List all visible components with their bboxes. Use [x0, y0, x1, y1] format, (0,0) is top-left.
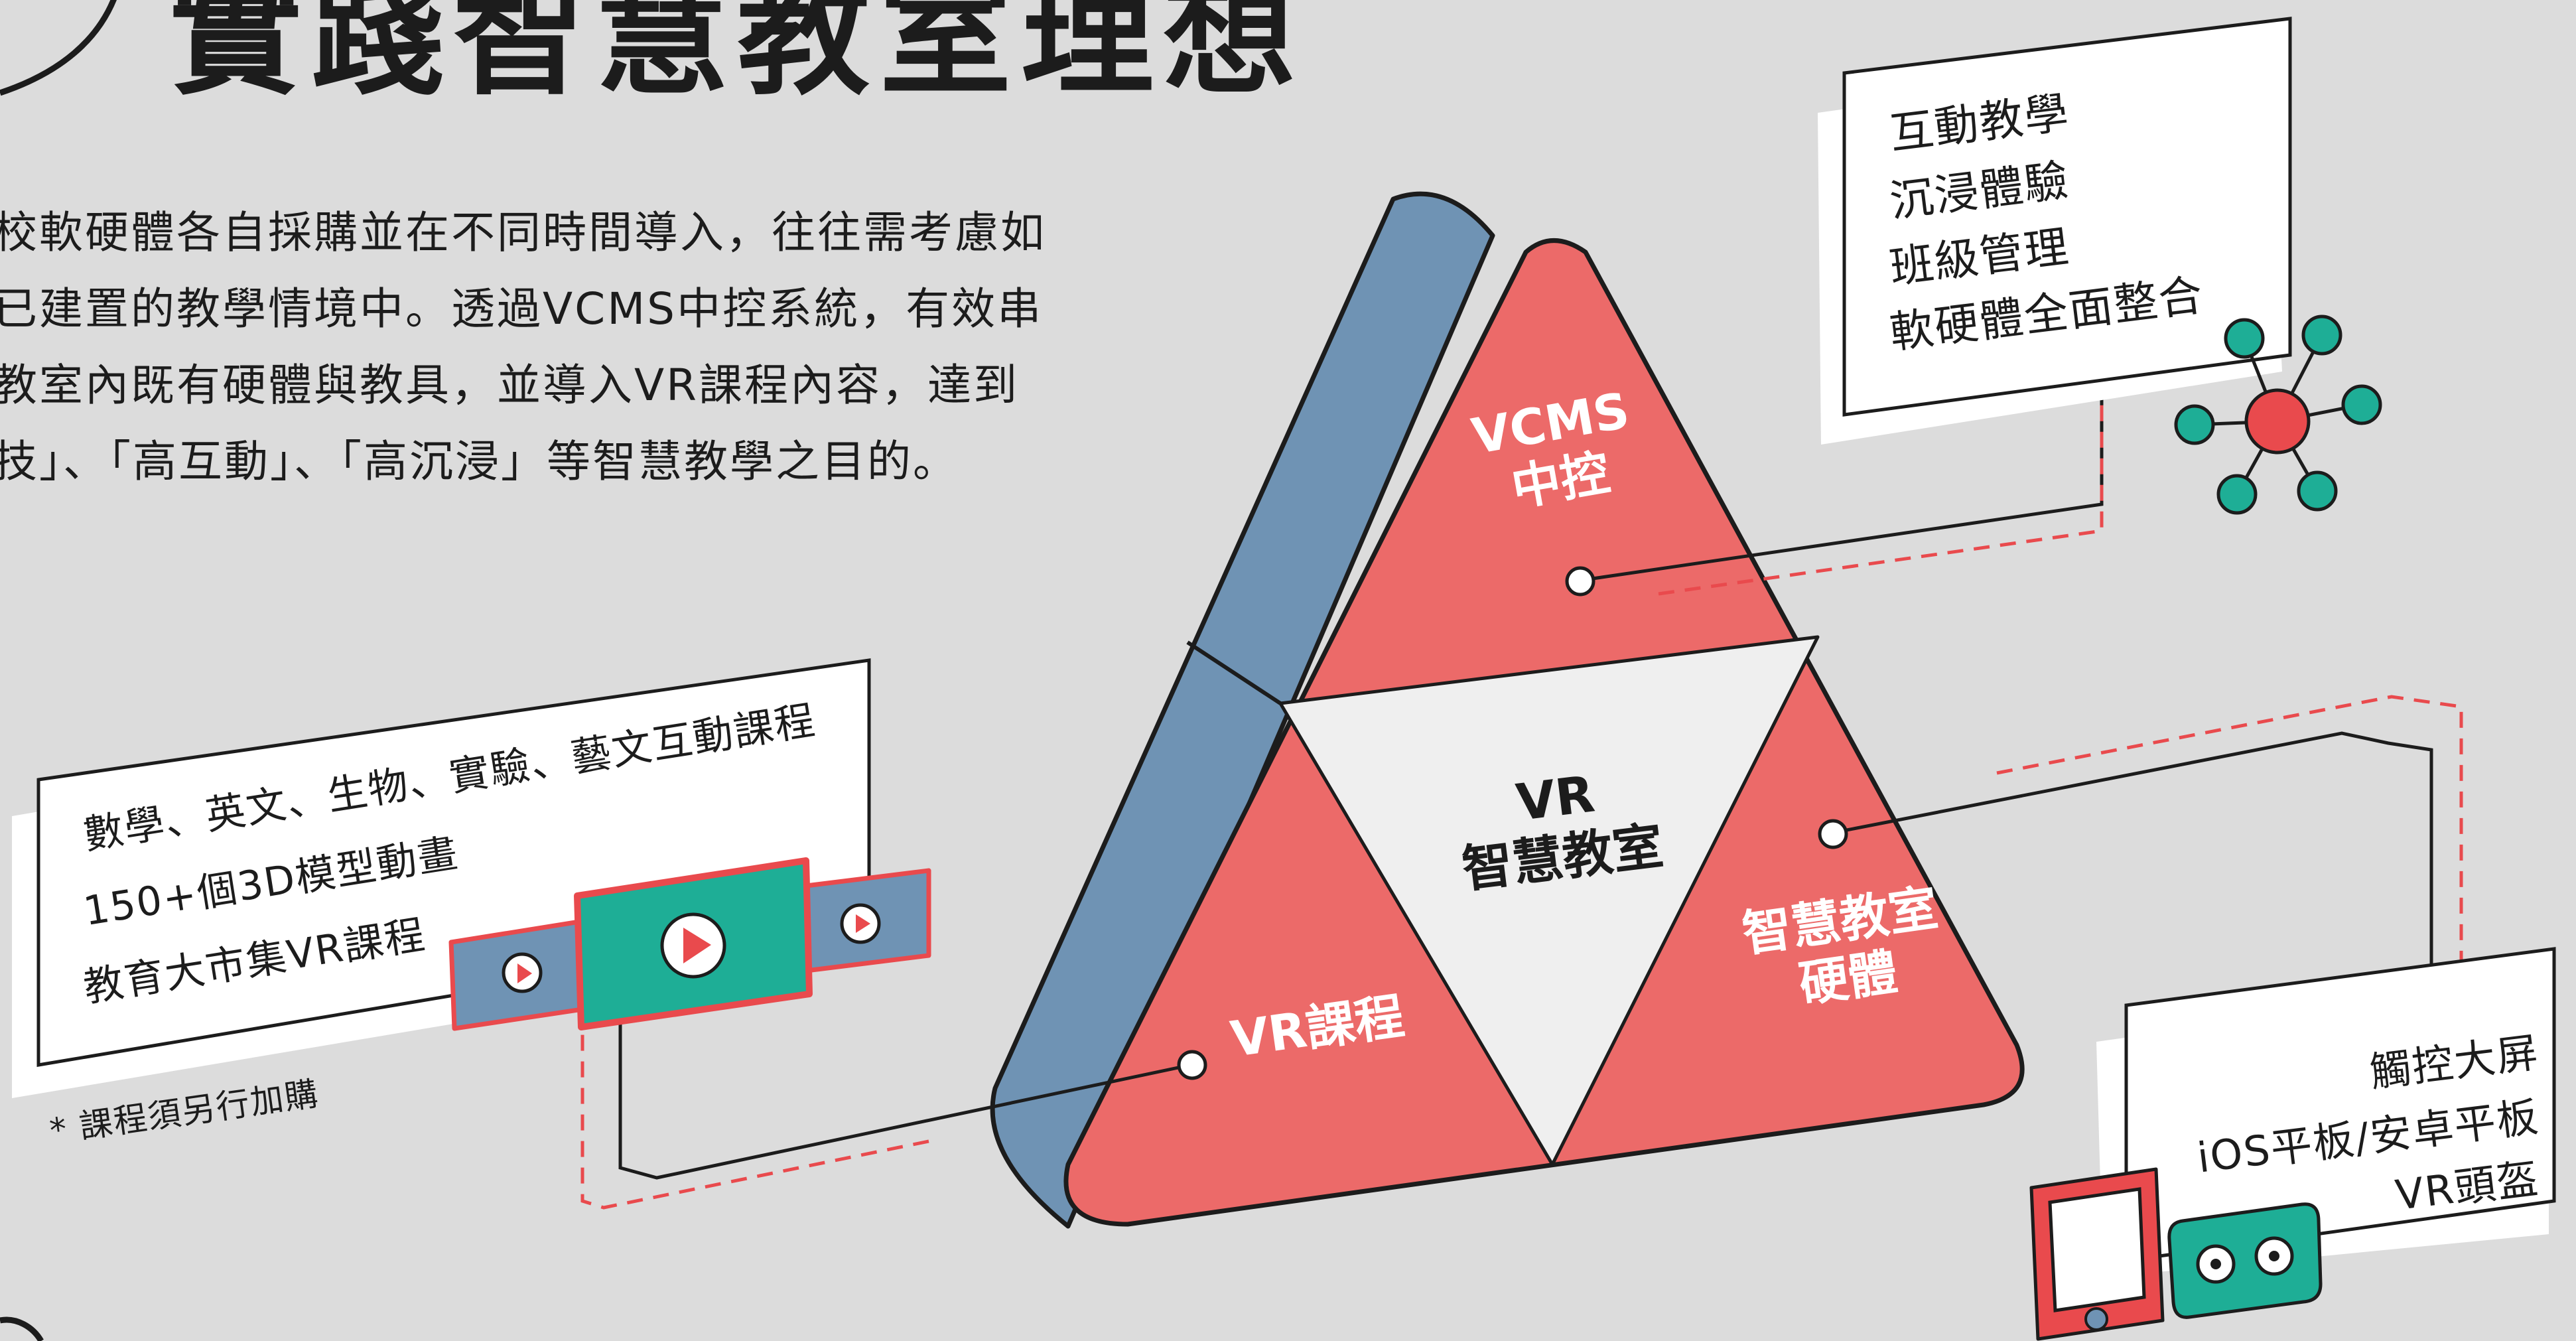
pyramid-side-face — [990, 191, 1495, 1229]
node-vcms — [1565, 566, 1595, 597]
connector-course — [618, 1012, 1191, 1180]
center-segment — [1278, 635, 1820, 1166]
corner-arc-top — [0, 0, 117, 96]
node-hardware — [1818, 819, 1848, 849]
connector-course-dashed — [580, 1022, 929, 1210]
connector-hardware-dashed — [1996, 695, 2463, 969]
intro-line-3: 教室內既有硬體與教具，並導入VR課程內容，達到 — [0, 360, 1020, 411]
intro-line-2: 已建置的教學情境中。透過VCMS中控系統，有效串 — [0, 283, 1044, 334]
page-title: 實踐智慧教室理想 — [169, 0, 1306, 113]
pyramid-edge-line — [1186, 640, 1282, 705]
intro-line-4: 技」、「高互動」、「高沉浸」等智慧教學之目的。 — [0, 436, 959, 487]
connector-hardware — [1832, 731, 2433, 965]
intro-line-1: 校軟硬體各自採購並在不同時間導入，往往需考慮如 — [0, 207, 1046, 258]
network-hub-icon — [2174, 315, 2382, 515]
node-course — [1177, 1050, 1207, 1080]
tablet-icon — [2029, 1167, 2165, 1341]
video-carousel-icon — [448, 857, 931, 1031]
vcms-card — [1842, 17, 2292, 417]
vr-headset-icon — [2167, 1202, 2323, 1319]
corner-arc-bottom — [0, 1316, 44, 1341]
